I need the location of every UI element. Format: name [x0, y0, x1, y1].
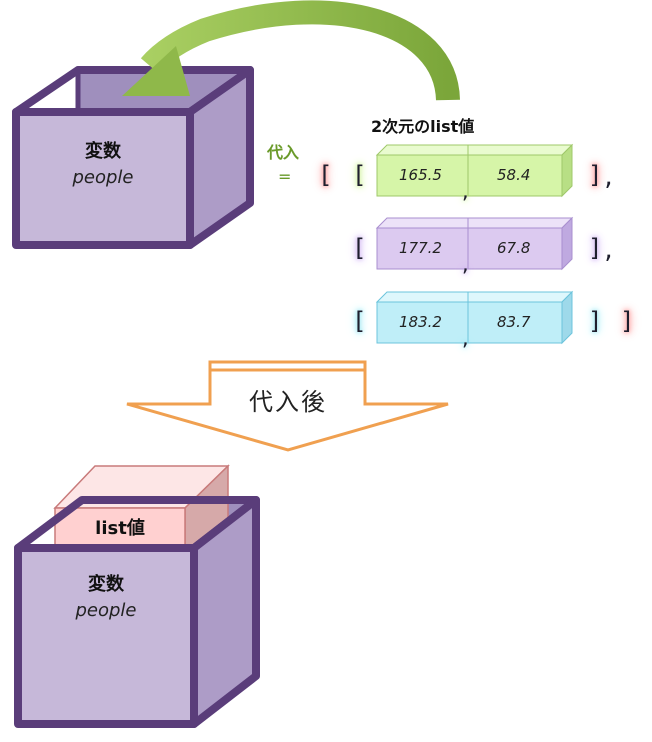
curved-assign-arrow	[122, 0, 460, 101]
row1-outer-comma: ,	[602, 166, 616, 191]
row1-inner-comma: ,	[460, 182, 471, 203]
down-arrow	[126, 360, 449, 452]
assign-equals: =	[278, 167, 292, 186]
top-box-variable-name: people	[72, 167, 134, 188]
row2-value-1: 177.2	[399, 239, 442, 257]
row2-close-bracket: ]	[588, 234, 603, 262]
outer-open-bracket: [	[318, 161, 333, 189]
row1-open-bracket: [	[352, 161, 367, 189]
bottom-box-front	[14, 544, 198, 728]
top-box-title: 変数	[85, 141, 121, 162]
list-title: 2次元のlist値	[371, 117, 475, 136]
row2-inner-comma: ,	[460, 255, 471, 276]
arrow-label: 代入後	[249, 388, 327, 416]
row1-value-2: 58.4	[497, 166, 531, 184]
bottom-box-variable-name: people	[75, 600, 137, 621]
outer-close-bracket: ]	[620, 307, 635, 335]
row2-value-2: 67.8	[497, 239, 531, 257]
list-row-3	[375, 290, 574, 345]
top-variable-box	[12, 66, 254, 249]
bottom-variable-box	[14, 464, 260, 728]
list-value-label: list値	[95, 518, 145, 539]
list-row-1	[375, 143, 574, 198]
row1-value-1: 165.5	[399, 166, 442, 184]
bottom-box-title: 変数	[88, 574, 124, 595]
row2-outer-comma: ,	[602, 239, 616, 264]
row3-value-2: 83.7	[497, 313, 531, 331]
top-box-front	[12, 108, 194, 249]
row3-inner-comma: ,	[460, 329, 471, 350]
assign-label: 代入	[267, 143, 300, 162]
row1-close-bracket: ]	[588, 161, 603, 189]
row3-close-bracket: ]	[588, 307, 603, 335]
list-row-2	[375, 216, 574, 271]
row2-open-bracket: [	[352, 234, 367, 262]
row3-value-1: 183.2	[399, 313, 442, 331]
row3-open-bracket: [	[352, 307, 367, 335]
